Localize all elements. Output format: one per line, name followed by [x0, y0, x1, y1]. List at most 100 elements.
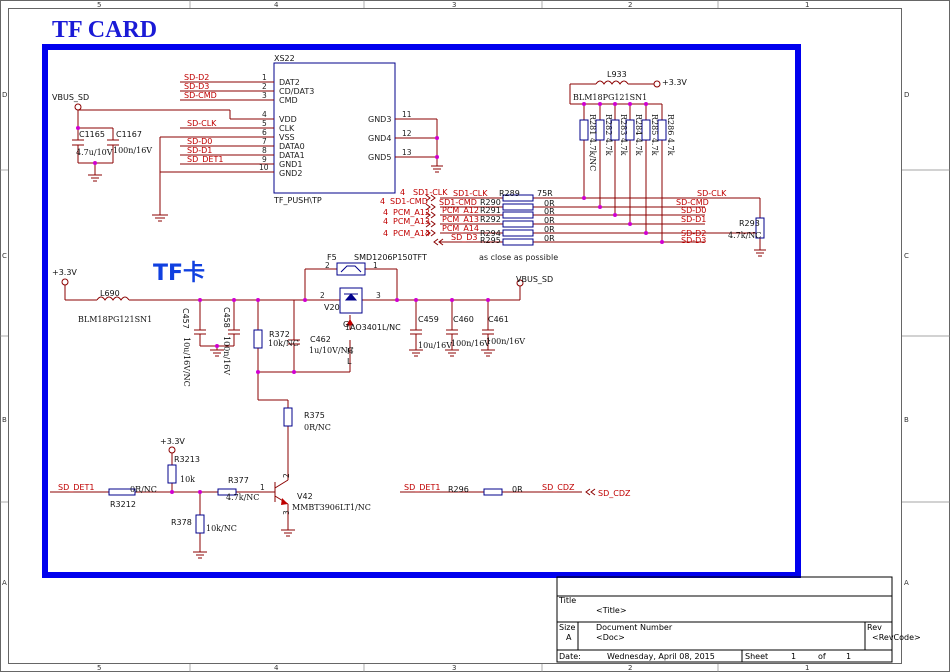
pin-11-num: 11 — [402, 110, 412, 119]
c457-value: 10u/16V/NC — [182, 337, 191, 387]
v42-pin-1: 1 — [260, 483, 265, 492]
zone-col-bottom-3: 3 — [452, 664, 456, 672]
r290-ref: R290 — [480, 198, 501, 207]
r281-label: R281 4.7k/NC — [588, 114, 597, 171]
v42-value: MMBT3906LT1/NC — [292, 503, 371, 512]
sheet-ref-a13: 4 — [383, 217, 388, 226]
sheet-ref-a12: 4 — [383, 208, 388, 217]
f5-value: SMD1206P150TFT — [354, 253, 427, 262]
v42-pin-2: 2 — [282, 473, 291, 478]
zone-row-right-a: A — [904, 579, 909, 587]
pin-9-num: 9 — [262, 155, 267, 164]
pin-7-name: DATA0 — [279, 142, 305, 151]
v20-gate-label: G — [343, 320, 349, 329]
zone-col-top-3: 3 — [452, 1, 456, 9]
pin-8-name: DATA1 — [279, 151, 305, 160]
pin-3-name: CMD — [279, 96, 298, 105]
pin-8-num: 8 — [262, 146, 267, 155]
junction — [628, 222, 632, 226]
connector-left-pins — [78, 81, 274, 215]
vbus-label-power: VBUS_SD — [516, 275, 553, 284]
r372-value: 10k/NC — [268, 339, 299, 348]
junction — [582, 102, 586, 106]
f5-pin-1: 1 — [373, 261, 378, 270]
r290-value: 0R — [544, 199, 555, 208]
v20-pin-3: 3 — [376, 291, 381, 300]
out-sd-d3: SD-D3 — [681, 236, 706, 245]
r286-label: R286 4.7k — [666, 114, 675, 156]
r377-value: 4.7k/NC — [226, 493, 259, 502]
tb-sheet-num: 1 — [791, 652, 796, 661]
l933-value: BLM18PG121SN1 — [573, 93, 647, 102]
c462-ref: C462 — [310, 335, 331, 344]
pin-4-name: VDD — [279, 115, 297, 124]
port-sd1-cmd: SD1-CMD — [390, 197, 428, 206]
r285-label: R285 4.7k — [650, 114, 659, 156]
h-label: H — [347, 347, 353, 356]
tf-logo: TF卡 — [153, 261, 205, 286]
r3212-ref: R3212 — [110, 500, 136, 509]
pin-12-num: 12 — [402, 129, 412, 138]
net-sd-det1-detect: SD_DET1 — [58, 483, 94, 492]
vbus-label-top: VBUS_SD — [52, 93, 89, 102]
inner-border — [8, 8, 902, 664]
zone-row-left-b: B — [2, 416, 7, 424]
junction — [628, 102, 632, 106]
transistor-arrow — [281, 498, 288, 505]
junction — [76, 126, 80, 130]
zone-col-bottom-2: 4 — [274, 664, 279, 672]
page-title: TF CARD — [52, 17, 157, 43]
wire-label-sd1-clk: SD1-CLK — [453, 189, 488, 198]
junction — [660, 240, 664, 244]
junction — [395, 298, 399, 302]
connector-ref: XS22 — [274, 54, 295, 63]
v20-pin-2: 2 — [320, 291, 325, 300]
r295-value: 0R — [544, 234, 555, 243]
pin-1-name: DAT2 — [279, 78, 300, 87]
junction — [198, 490, 202, 494]
f5-ref: F5 — [327, 253, 337, 262]
gnd-symbol-connector — [152, 214, 168, 222]
pin-2-num: 2 — [262, 82, 267, 91]
junction — [644, 102, 648, 106]
c1167-value: 100n/16V — [113, 146, 152, 155]
zone-col-bottom-1: 5 — [97, 664, 101, 672]
f5-pin-2: 2 — [325, 261, 330, 270]
wire-label-pcm-a12: PCM_A12 — [442, 206, 479, 215]
zone-row-left-c: C — [2, 252, 7, 260]
wire-label-pcm-a14: PCM_A14 — [442, 224, 479, 233]
pin-13-name: GND5 — [368, 153, 391, 162]
v42-pin-3: 3 — [282, 510, 291, 515]
pin-10-num: 10 — [259, 163, 269, 172]
rail-3v3-power: +3.3V — [52, 268, 77, 277]
zone-row-right-c: C — [904, 252, 909, 260]
pin-6-name: VSS — [279, 133, 295, 142]
power-wiring — [61, 268, 524, 400]
r296-value: 0R — [512, 485, 523, 494]
zone-row-left-d: D — [2, 91, 7, 99]
junction — [303, 298, 307, 302]
tb-title-value: <Title> — [596, 606, 627, 615]
r289-value: 75R — [537, 189, 553, 198]
detect-wiring — [50, 399, 295, 559]
r3213-ref: R3213 — [174, 455, 200, 464]
port-pcm-a12: PCM_A12 — [393, 208, 430, 217]
resistor-r372 — [253, 329, 263, 349]
c460-ref: C460 — [453, 315, 474, 324]
junction — [644, 231, 648, 235]
c462-value: 1u/10V/NC — [309, 346, 354, 355]
c1165-ref: C1165 — [79, 130, 105, 139]
r293-value: 4.7k/NC — [728, 231, 761, 240]
r296-body — [483, 488, 503, 496]
port-sd-cdz: SD_CDZ — [598, 489, 631, 498]
junction — [582, 196, 586, 200]
pin-13-num: 13 — [402, 148, 412, 157]
net-sd-d0: SD-D0 — [187, 137, 212, 146]
wire-label-pcm-a13: PCM_A13 — [442, 215, 479, 224]
pin-12-name: GND4 — [368, 134, 391, 143]
r284-label: R284 4.7k — [634, 114, 643, 156]
title-block — [556, 576, 893, 663]
tb-rev-value: <RevCode> — [872, 633, 921, 642]
layout-note: as close as possible — [479, 253, 558, 262]
